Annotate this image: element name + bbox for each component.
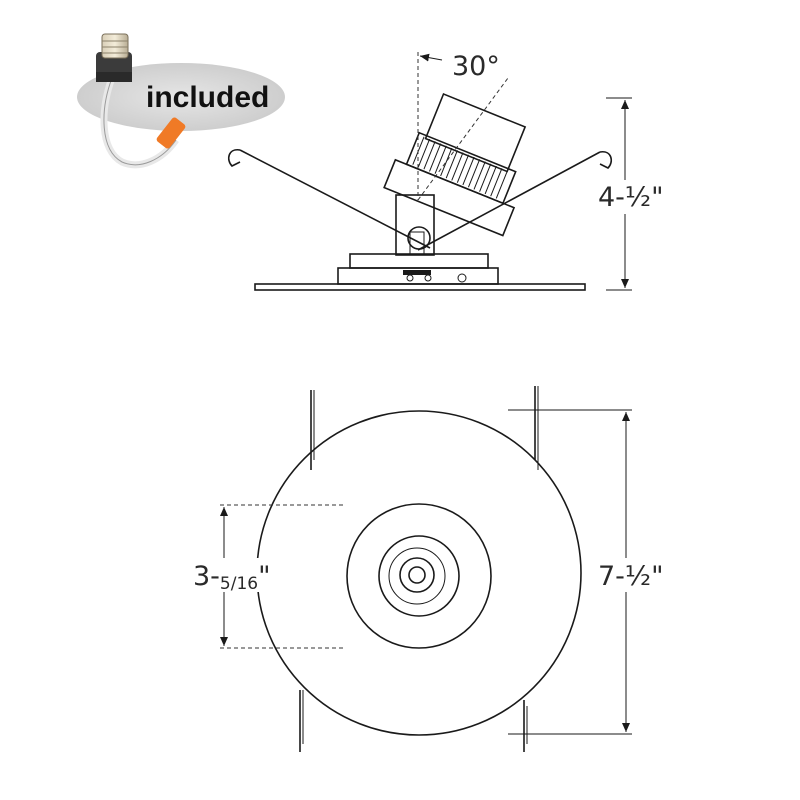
mounting-frame bbox=[337, 194, 499, 285]
lens-outer-ring bbox=[388, 547, 446, 605]
lamp-housing-circle bbox=[378, 535, 460, 617]
wire-connector-icon bbox=[156, 117, 186, 149]
clip-wire-top-left bbox=[310, 390, 315, 470]
aperture-circle bbox=[346, 503, 492, 649]
clip-wire-bottom-right bbox=[523, 700, 528, 752]
top-view: 3-5/16" 7-½" bbox=[190, 386, 664, 752]
socket-icon bbox=[96, 33, 132, 82]
tilt-angle-arrow bbox=[419, 53, 443, 62]
badge-label: included bbox=[146, 81, 269, 114]
trim-diameter-label: 7-½" bbox=[598, 561, 664, 592]
included-socket-badge: included bbox=[77, 33, 285, 169]
clip-wire-bottom-left bbox=[299, 690, 304, 752]
lens-center bbox=[408, 566, 426, 584]
clip-wire-top-right bbox=[534, 386, 539, 470]
trim-plate bbox=[254, 283, 586, 291]
tilted-lamp-module bbox=[383, 92, 527, 237]
aperture-label: 3-5/16" bbox=[193, 561, 271, 594]
tilt-angle-label: 30° bbox=[452, 51, 500, 82]
trim-outer-circle bbox=[256, 410, 582, 736]
tilt-reference-line bbox=[417, 77, 509, 201]
spring-clip-right bbox=[417, 151, 613, 251]
lens-mid-ring bbox=[399, 557, 435, 593]
spring-clip-left bbox=[227, 149, 431, 249]
height-label: 4-½" bbox=[598, 182, 664, 213]
side-view: 30° 4-½" bbox=[227, 51, 664, 291]
